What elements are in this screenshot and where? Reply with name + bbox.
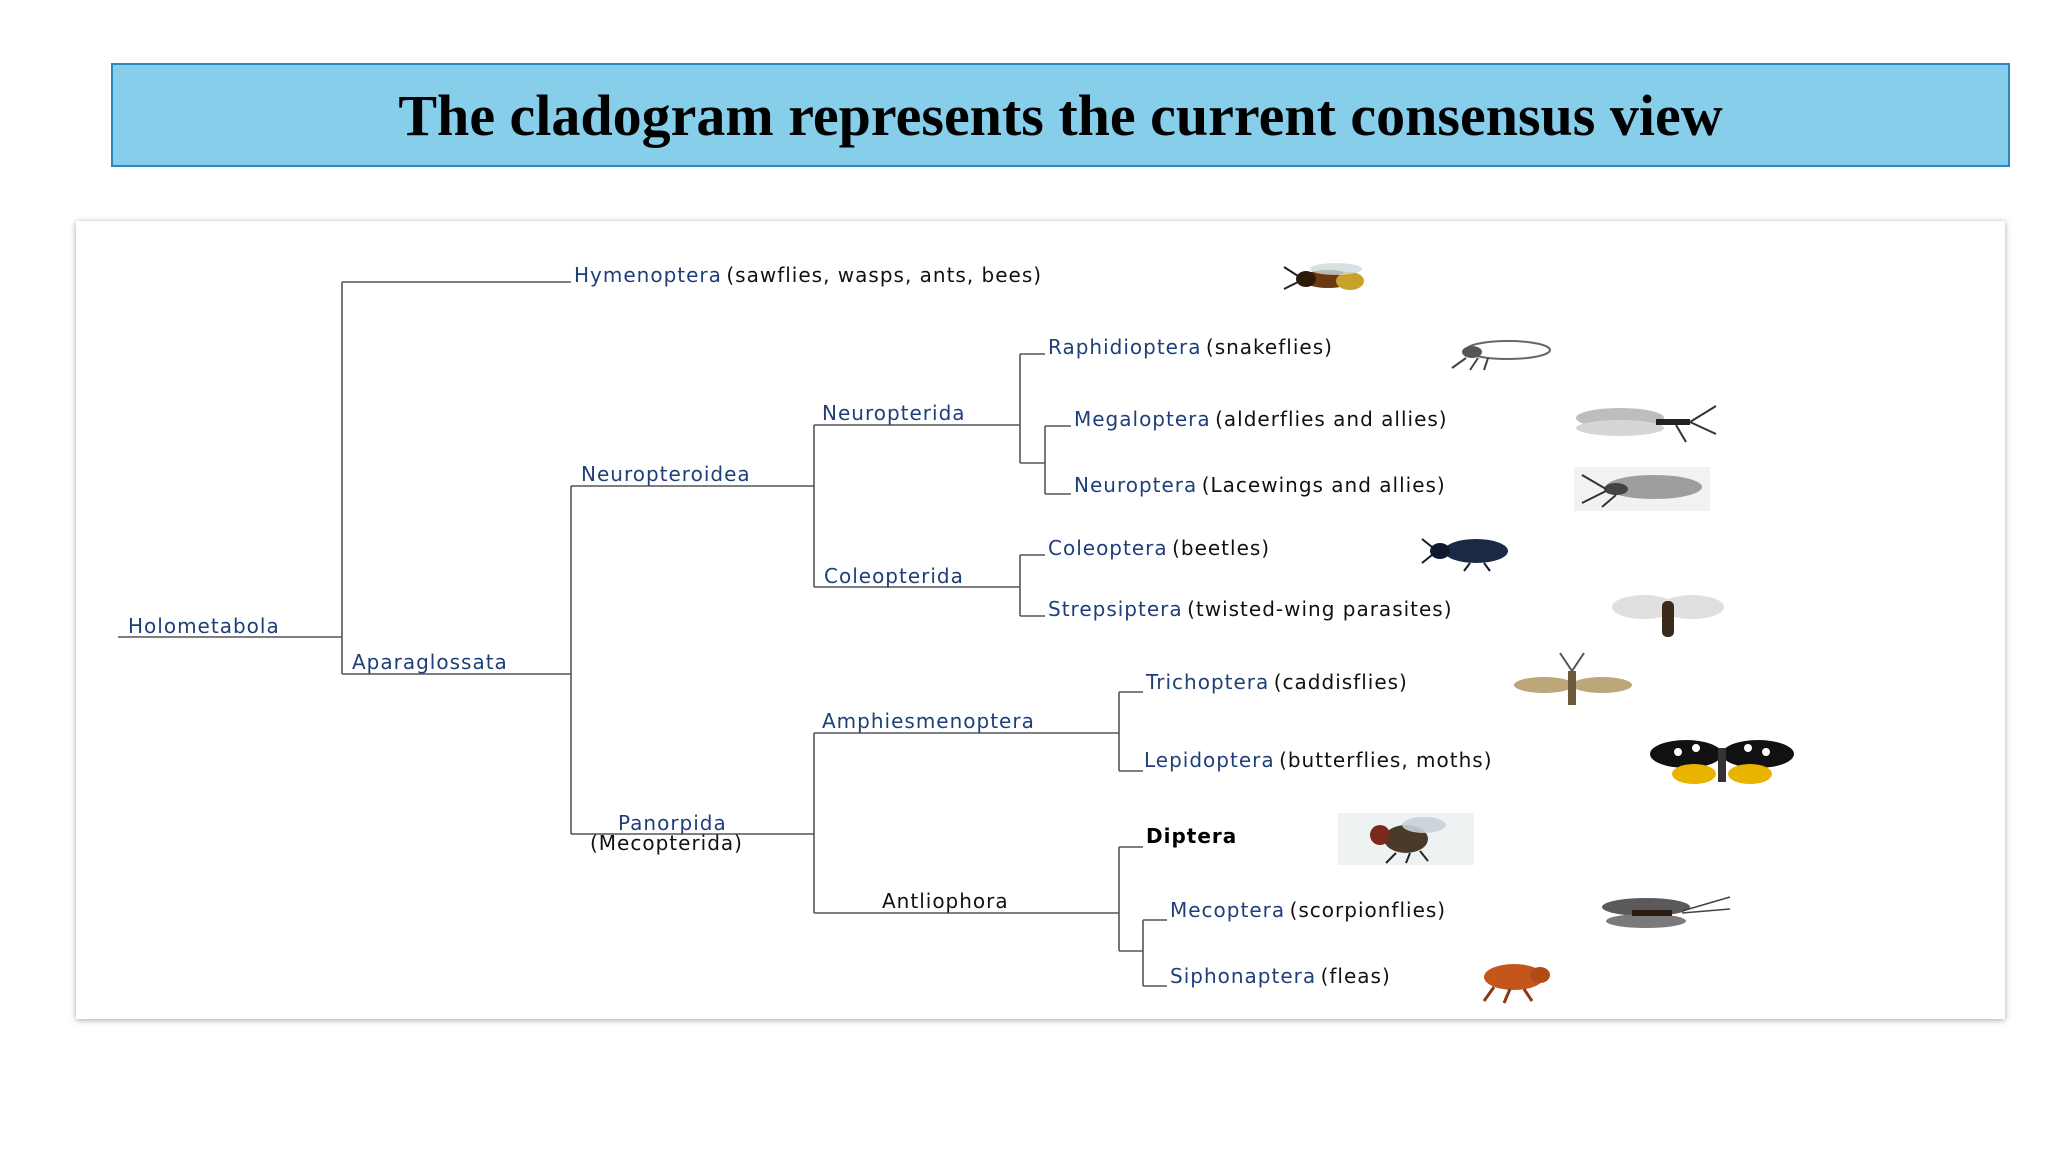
label-mecopterida: (Mecopterida) [590, 831, 743, 855]
taxon-lepidoptera: Lepidoptera (butterflies, moths) [1144, 748, 1493, 772]
label-neuropterida: Neuropterida [822, 401, 966, 425]
strepsipteran-icon [1612, 595, 1724, 637]
alderfly-icon [1576, 405, 1717, 443]
label-holometabola: Holometabola [128, 614, 280, 638]
label-amphiesmenoptera: Amphiesmenoptera [822, 709, 1035, 733]
cladogram-card: Holometabola Aparaglossata Neuropteroide… [76, 221, 2005, 1019]
taxon-neuroptera: Neuroptera (Lacewings and allies) [1074, 473, 1446, 497]
snakefly-icon [1451, 340, 1551, 371]
taxon-trichoptera: Trichoptera (caddisflies) [1145, 670, 1408, 694]
taxon-diptera: Diptera [1146, 824, 1237, 848]
lacewing-icon [1574, 467, 1710, 511]
taxon-siphonaptera: Siphonaptera (fleas) [1170, 964, 1391, 988]
label-coleopterida: Coleopterida [824, 564, 964, 588]
scorpionfly-icon [1602, 896, 1731, 928]
label-aparaglossata: Aparaglossata [352, 650, 508, 674]
label-panorpida: Panorpida [618, 811, 727, 835]
beetle-icon [1421, 538, 1508, 572]
taxon-raphidioptera: Raphidioptera (snakeflies) [1048, 335, 1333, 359]
fly-icon [1338, 813, 1474, 865]
tree-lines [118, 281, 1167, 987]
taxon-megaloptera: Megaloptera (alderflies and allies) [1074, 407, 1448, 431]
flea-icon [1482, 964, 1550, 1004]
caddisfly-icon [1514, 652, 1632, 705]
slide-title: The cladogram represents the current con… [398, 82, 1723, 148]
label-neuropteroidea: Neuropteroidea [581, 462, 751, 486]
taxon-strepsiptera: Strepsiptera (twisted-wing parasites) [1048, 597, 1453, 621]
label-antliophora: Antliophora [882, 889, 1009, 913]
moth-icon [1650, 740, 1794, 784]
taxon-hymenoptera: Hymenoptera (sawflies, wasps, ants, bees… [574, 263, 1042, 287]
taxon-coleoptera: Coleoptera (beetles) [1048, 536, 1270, 560]
taxon-mecoptera: Mecoptera (scorpionflies) [1170, 898, 1446, 922]
cladogram: Holometabola Aparaglossata Neuropteroide… [118, 263, 1794, 1004]
title-banner: The cladogram represents the current con… [111, 63, 2010, 167]
wasp-icon [1283, 263, 1364, 290]
